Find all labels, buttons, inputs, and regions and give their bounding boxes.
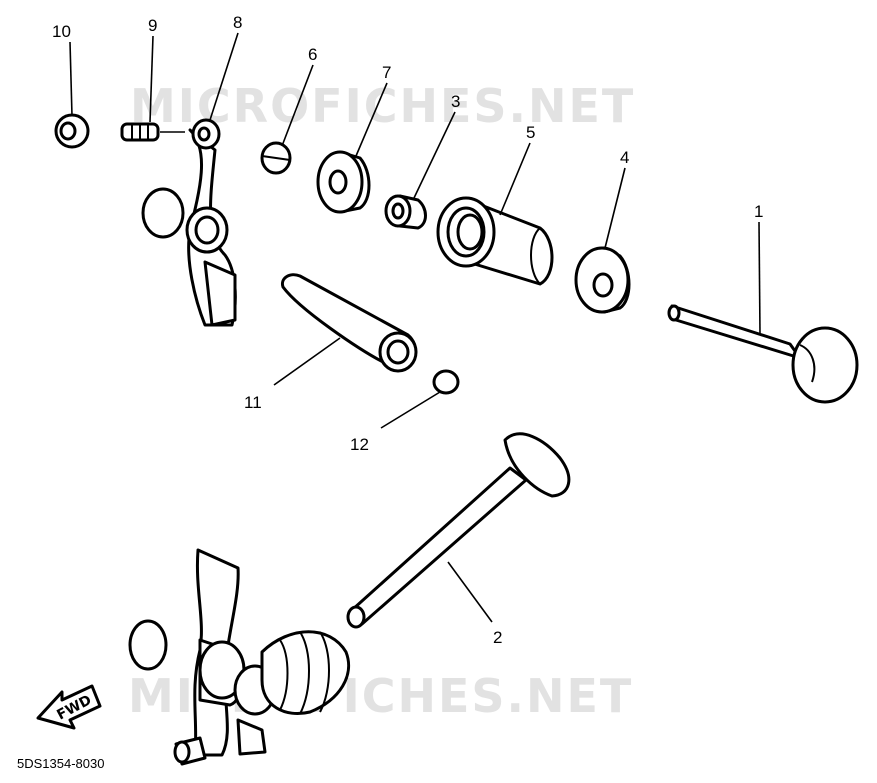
part-11-rocker-shaft [280,273,418,373]
callout-11: 11 [244,393,262,412]
part-9-adjusting-screw [120,122,185,142]
part-10-nut [54,113,90,149]
part-6-valve-cotter [260,141,292,175]
callout-3: 3 [451,92,460,111]
callout-2: 2 [493,628,502,647]
callout-12: 12 [350,435,369,454]
part-3-stem-seal [384,194,427,230]
callout-leaders [69,32,761,623]
callout-7: 7 [382,63,391,82]
part-7-spring-retainer [316,150,371,214]
part-8-rocker-arm [141,118,237,327]
lower-rocker-arm-assembly [128,548,351,766]
callout-6: 6 [308,45,317,64]
part-4-spring-seat [574,246,631,314]
forward-direction-arrow: FWD [36,684,102,730]
callout-5: 5 [526,123,535,142]
part-5-valve-spring [436,196,554,286]
drawing-code: 5DS1354-8030 [17,756,104,771]
callout-8: 8 [233,13,242,32]
callout-1: 1 [754,202,763,221]
callout-4: 4 [620,148,629,167]
part-2-valve [346,432,571,629]
callout-10: 10 [52,22,71,41]
part-12-o-ring [432,369,460,395]
callout-numbers: 10 9 8 6 7 3 5 4 1 11 12 2 [52,13,763,647]
callout-9: 9 [148,16,157,35]
part-1-valve [667,304,859,404]
